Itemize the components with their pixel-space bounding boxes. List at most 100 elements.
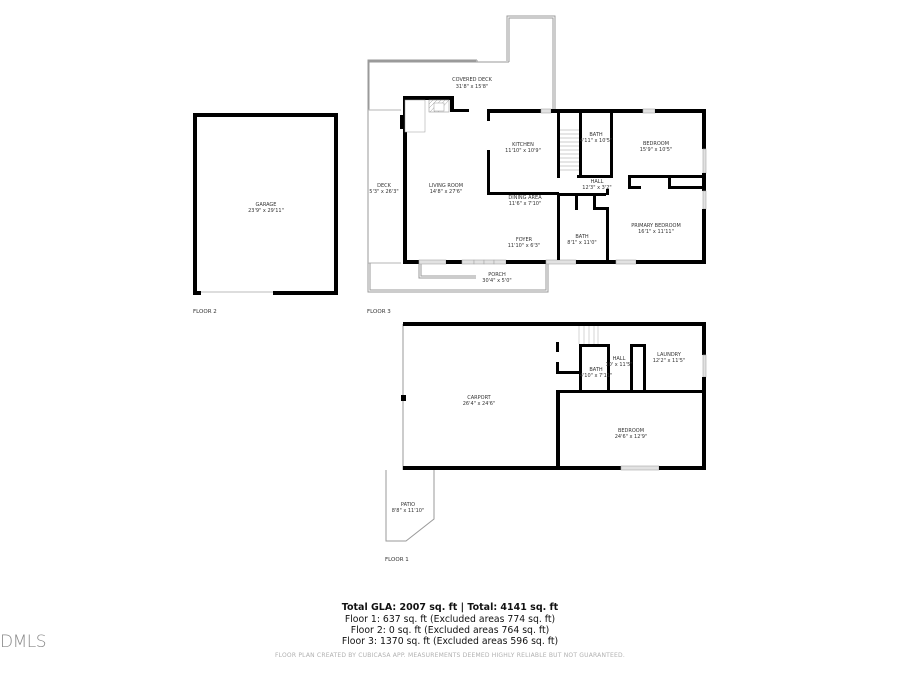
room-size-patio: 8'8" x 11'10": [392, 508, 425, 514]
window: [620, 465, 660, 471]
wall: [403, 466, 621, 470]
wall: [556, 362, 559, 374]
wall: [193, 113, 197, 295]
room-size-garage: 23'9" x 29'11": [248, 208, 284, 214]
room-label-bath-lower: BATH: [575, 234, 589, 240]
mls-logo: DMLS: [0, 632, 47, 652]
wall: [403, 322, 706, 326]
room-label-primary-bedroom: PRIMARY BEDROOM: [631, 223, 681, 229]
room-size-bath-upper: 4'11" x 10'5": [580, 138, 613, 144]
plan-detail: [560, 129, 579, 171]
wall: [668, 186, 702, 189]
room-label-hall-lower: HALL: [613, 356, 626, 362]
room-size-bath-floor1: 4'10" x 7'11": [580, 373, 613, 379]
window: [642, 108, 656, 114]
room-label-carport: CARPORT: [467, 395, 491, 401]
wall: [556, 371, 579, 374]
wall: [579, 344, 609, 347]
wall: [450, 109, 469, 112]
wall: [579, 113, 582, 178]
wall: [556, 390, 560, 470]
window: [702, 148, 707, 174]
wall: [506, 260, 546, 264]
window: [418, 259, 447, 265]
wall: [551, 109, 643, 113]
wall: [702, 322, 706, 355]
porch-outline: [369, 263, 547, 291]
wall: [643, 344, 646, 393]
wall: [334, 113, 338, 295]
wall: [593, 207, 608, 210]
wall: [557, 193, 560, 260]
floor-plan-drawing: GARAGE 23'9" x 29'11" FLOOR 2: [193, 15, 707, 563]
room-label-bedroom-floor1: BEDROOM: [618, 428, 644, 434]
room-label-foyer: FOYER: [516, 237, 533, 243]
room-label-bedroom: BEDROOM: [643, 141, 669, 147]
wall: [659, 466, 706, 470]
room-size-primary-bedroom: 16'1" x 11'11": [638, 229, 674, 235]
floor-2-label: FLOOR 2: [193, 309, 217, 315]
porch-rail: [418, 263, 476, 279]
wall: [487, 192, 559, 195]
floor-1-label: FLOOR 1: [385, 557, 409, 563]
floor-1-area: Floor 1: 637 sq. ft (Excluded areas 774 …: [344, 614, 556, 625]
plan-detail: [404, 99, 426, 133]
window: [461, 259, 475, 265]
floor-2-area: Floor 2: 0 sq. ft (Excluded areas 764 sq…: [350, 625, 550, 636]
wall: [487, 150, 490, 194]
wall: [403, 96, 454, 100]
room-size-bedroom-floor1: 24'6" x 12'9": [615, 434, 648, 440]
plan-detail: [428, 99, 434, 105]
window: [540, 108, 552, 114]
wall: [593, 193, 596, 210]
room-label-laundry: LAUNDRY: [657, 352, 682, 358]
room-label-patio: PATIO: [401, 502, 415, 508]
window: [545, 259, 577, 265]
covered-deck-outline: [508, 17, 554, 112]
floor-1-plan: LAUNDRY 12'2" x 11'5" HALL 10' x 11'5" B…: [385, 322, 707, 563]
room-size-living-room: 14'8" x 27'6": [430, 189, 463, 195]
wall: [575, 193, 578, 210]
wall: [579, 344, 582, 393]
wall: [702, 209, 706, 264]
wall: [628, 175, 631, 189]
total-area-summary: Total GLA: 2007 sq. ft | Total: 4141 sq.…: [341, 602, 559, 613]
window: [615, 259, 637, 265]
covered-deck-outline: [368, 60, 476, 110]
floor-3-label: FLOOR 3: [367, 309, 391, 315]
wall: [400, 115, 404, 129]
wall: [403, 96, 407, 264]
wall: [450, 96, 454, 112]
plan-detail: [578, 326, 599, 344]
wall: [628, 186, 641, 189]
room-label-bath-upper: BATH: [589, 132, 603, 138]
wall: [401, 395, 406, 401]
room-size-covered-deck: 31'8" x 15'8": [456, 84, 489, 90]
room-size-foyer: 11'10" x 6'3": [508, 243, 541, 249]
floor-2-plan: GARAGE 23'9" x 29'11" FLOOR 2: [193, 113, 338, 315]
covered-deck-outline: [367, 59, 477, 110]
room-size-bedroom: 15'9" x 10'5": [640, 147, 673, 153]
wall: [577, 175, 613, 178]
room-label-living-room: LIVING ROOM: [429, 183, 463, 189]
wall: [556, 342, 559, 352]
wall: [702, 377, 706, 470]
plan-detail: [433, 102, 445, 112]
wall: [557, 193, 606, 196]
covered-deck-outline: [506, 15, 556, 112]
wall: [702, 173, 706, 191]
patio-outline: [385, 470, 435, 542]
room-label-kitchen: KITCHEN: [512, 142, 534, 148]
room-label-garage: GARAGE: [256, 202, 277, 208]
wall: [273, 291, 338, 295]
wall: [702, 109, 706, 149]
window: [702, 190, 707, 210]
room-size-hall: 12'3" x 3'2": [582, 185, 611, 191]
room-label-porch: PORCH: [488, 272, 506, 278]
wall: [557, 113, 560, 178]
room-size-kitchen: 11'10" x 10'9": [505, 148, 541, 154]
room-size-carport: 26'4" x 24'6": [463, 401, 496, 407]
window: [473, 259, 485, 265]
room-size-deck: 5'3" x 26'3": [369, 189, 398, 195]
wall: [403, 260, 419, 264]
